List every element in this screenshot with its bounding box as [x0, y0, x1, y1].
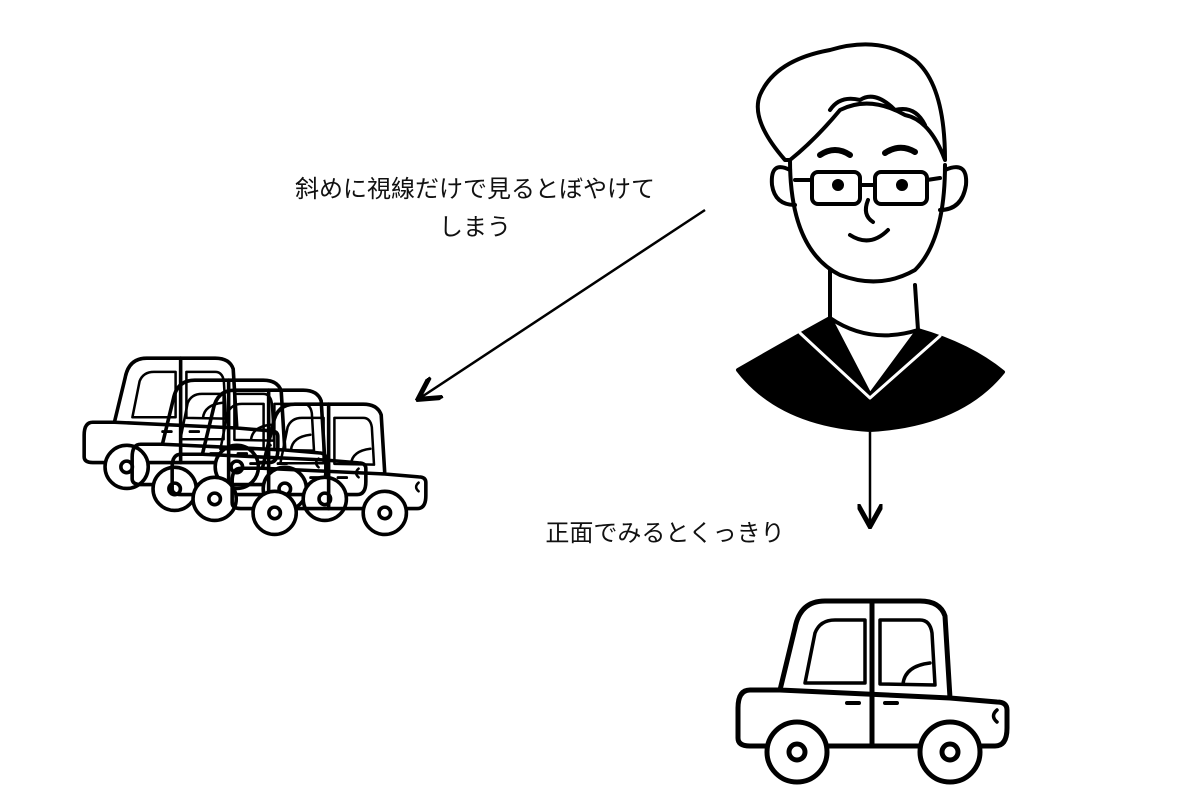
arrow-to-blurred-car — [420, 208, 706, 398]
clear-car — [738, 601, 1007, 782]
oblique-caption: 斜めに視線だけで見るとぼやけて しまう — [240, 170, 710, 246]
oblique-caption-line2: しまう — [439, 213, 511, 241]
person-illustration — [736, 42, 1005, 432]
front-caption: 正面でみるとくっきり — [545, 519, 785, 547]
blurred-car-cluster — [82, 356, 428, 537]
oblique-caption-line1: 斜めに視線だけで見るとぼやけて — [295, 175, 655, 203]
